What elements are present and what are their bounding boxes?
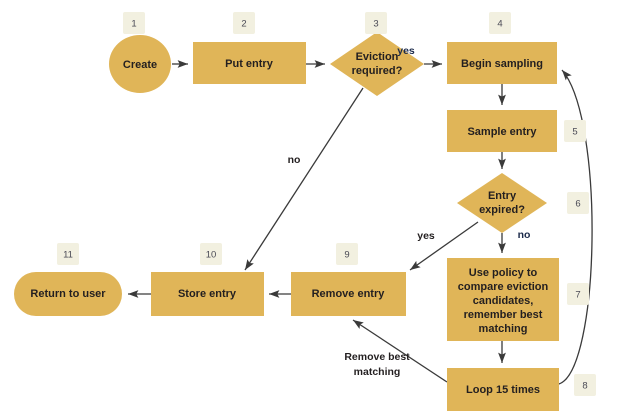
step-badge-1-label: 1 — [131, 19, 136, 30]
node-store-entry-shape[interactable] — [151, 272, 264, 316]
step-badge-5-label: 5 — [572, 127, 577, 138]
edge-label-remove-best-line2: matching — [354, 366, 401, 378]
node-create-label: Create — [123, 59, 157, 71]
edge-label-eviction-yes: yes — [397, 45, 415, 57]
step-badges-layer: 1 2 3 4 5 6 7 — [57, 12, 596, 396]
edges-layer — [128, 60, 593, 385]
step-badge-11[interactable]: 11 — [57, 243, 79, 265]
step-badge-6[interactable]: 6 — [567, 192, 589, 214]
edge-loop-to-remove — [352, 319, 448, 383]
step-badge-10[interactable]: 10 — [200, 243, 222, 265]
edge-expired-yes — [409, 221, 479, 271]
step-badge-9-label: 9 — [344, 250, 349, 261]
node-create-shape[interactable] — [109, 35, 171, 93]
step-badge-8-label: 8 — [582, 381, 587, 392]
node-loop-15-times-shape[interactable] — [447, 368, 559, 411]
node-put-entry-shape[interactable] — [193, 42, 306, 84]
step-badge-3-label: 3 — [373, 19, 378, 30]
edge-labels-layer: yes no yes no Remove best matching — [288, 45, 531, 378]
node-use-policy-label-line4: remember best — [464, 309, 543, 321]
step-badge-3[interactable]: 3 — [365, 12, 387, 34]
edge-label-eviction-no: no — [288, 154, 301, 166]
node-remove-entry-shape[interactable] — [291, 272, 406, 316]
node-entry-expired-label-line2: expired? — [479, 204, 525, 216]
step-badge-4-label: 4 — [497, 19, 502, 30]
edge-label-remove-best-line1: Remove best — [344, 351, 410, 363]
step-badge-1[interactable]: 1 — [123, 12, 145, 34]
node-sample-entry-shape[interactable] — [447, 110, 557, 152]
node-store-entry-label: Store entry — [178, 288, 237, 300]
step-badge-2[interactable]: 2 — [233, 12, 255, 34]
step-badge-10-label: 10 — [206, 250, 217, 261]
edge-label-expired-yes: yes — [417, 230, 435, 242]
edge-loop-to-begin — [558, 69, 593, 385]
node-loop-15-times-label: Loop 15 times — [466, 384, 540, 396]
step-badge-7[interactable]: 7 — [567, 283, 589, 305]
node-use-policy-shape[interactable] — [447, 258, 559, 341]
node-use-policy-label-line1: Use policy to — [469, 267, 538, 279]
node-use-policy-label-line5: matching — [479, 323, 528, 335]
step-badge-5[interactable]: 5 — [564, 120, 586, 142]
node-sample-entry-label: Sample entry — [467, 126, 537, 138]
node-entry-expired-label-line1: Entry — [488, 190, 517, 202]
nodes-layer — [14, 32, 559, 411]
node-eviction-required-shape[interactable] — [330, 32, 424, 96]
node-use-policy-label-line3: candidates, — [473, 295, 534, 307]
step-badge-2-label: 2 — [241, 19, 246, 30]
node-put-entry-label: Put entry — [225, 58, 274, 70]
node-eviction-required-label-line1: Eviction — [356, 51, 399, 63]
node-labels-layer: Create Put entry Eviction required? Begi… — [30, 51, 548, 396]
node-eviction-required-label-line2: required? — [352, 65, 403, 77]
step-badge-7-label: 7 — [575, 290, 580, 301]
node-entry-expired-shape[interactable] — [457, 173, 547, 233]
step-badge-8[interactable]: 8 — [574, 374, 596, 396]
step-badge-11-label: 11 — [63, 250, 73, 261]
step-badge-4[interactable]: 4 — [489, 12, 511, 34]
step-badge-6-label: 6 — [575, 199, 580, 210]
step-badge-9[interactable]: 9 — [336, 243, 358, 265]
node-return-to-user-label: Return to user — [30, 288, 106, 300]
node-return-to-user-shape[interactable] — [14, 272, 122, 316]
node-begin-sampling-shape[interactable] — [447, 42, 557, 84]
edge-eviction-no — [244, 87, 364, 271]
edge-label-expired-no: no — [518, 229, 531, 241]
node-use-policy-label-line2: compare eviction — [458, 281, 549, 293]
node-begin-sampling-label: Begin sampling — [461, 58, 543, 70]
node-remove-entry-label: Remove entry — [312, 288, 386, 300]
